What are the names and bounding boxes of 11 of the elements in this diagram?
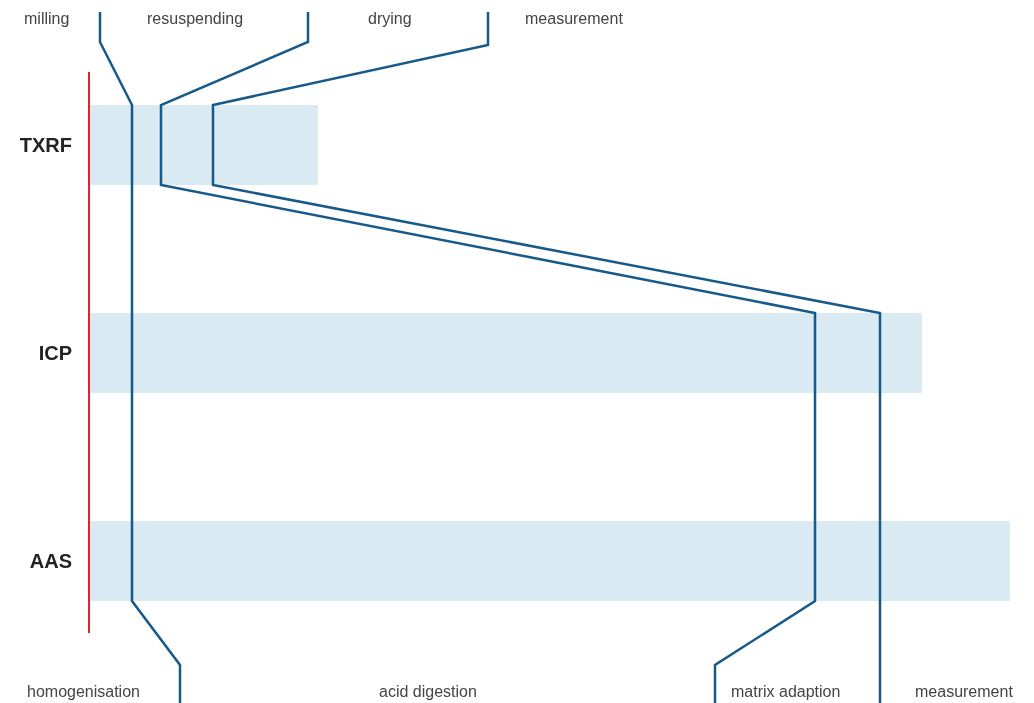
step-label: acid digestion (379, 682, 477, 702)
step-label: milling (24, 9, 70, 29)
step-label: homogenisation (27, 682, 140, 702)
step-label: matrix adaption (731, 682, 841, 702)
method-label: AAS (29, 549, 72, 574)
step-label: measurement (915, 682, 1013, 702)
step-label: measurement (525, 9, 623, 29)
step-label: drying (368, 9, 412, 29)
method-label: TXRF (19, 133, 72, 158)
method-label: ICP (38, 341, 72, 366)
step-label: resuspending (147, 9, 244, 29)
